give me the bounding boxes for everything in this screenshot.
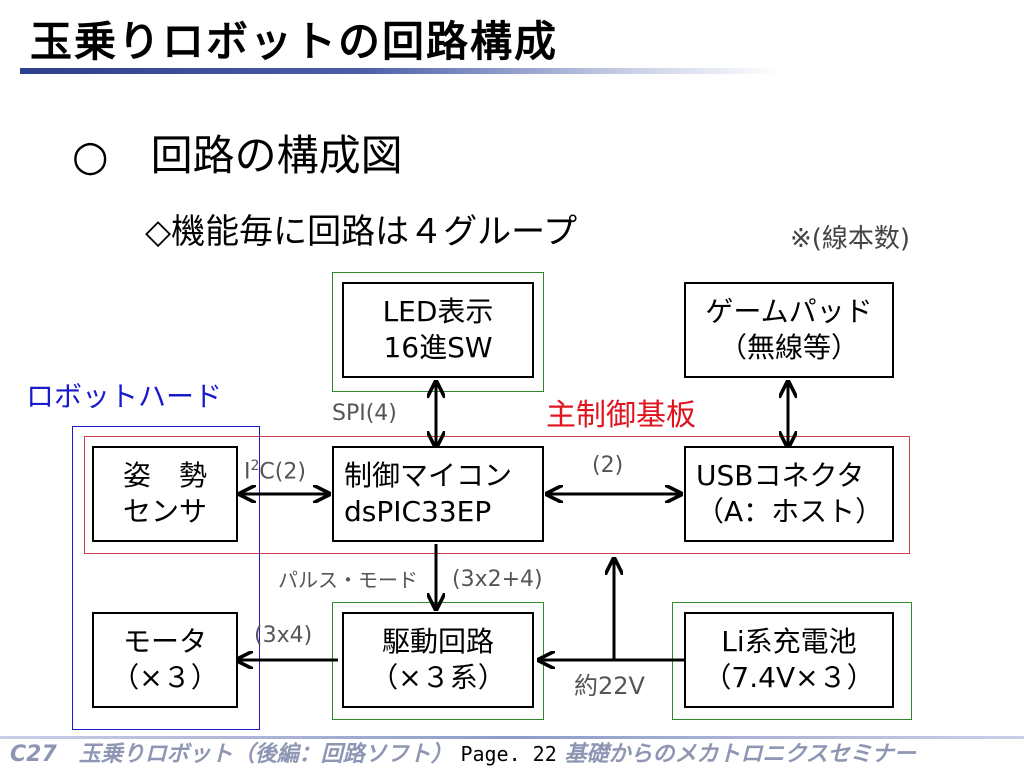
driver-block-line2: （×３系） bbox=[370, 661, 506, 694]
usb-block-line1: USBコネクタ bbox=[696, 459, 865, 492]
sensor-block-line1: 姿 勢 bbox=[122, 459, 207, 492]
page-title: 玉乗りロボットの回路構成 bbox=[30, 17, 559, 66]
gamepad-block-line1: ゲームパッド bbox=[705, 295, 873, 328]
sensor-block-line2: センサ bbox=[122, 495, 207, 528]
footer: C27 玉乗りロボット（後編：回路ソフト） Page. 22 基礎からのメカトロ… bbox=[10, 740, 916, 769]
battery-block-line1: Li系充電池 bbox=[721, 625, 857, 658]
usb-connector-block: USBコネクタ （A：ホスト） bbox=[684, 446, 894, 542]
mcu-block: 制御マイコン dsPIC33EP bbox=[332, 446, 544, 542]
gamepad-block: ゲームパッド （無線等） bbox=[684, 282, 894, 378]
driver-circuit-block: 駆動回路 （×３系） bbox=[342, 612, 534, 708]
attitude-sensor-block: 姿 勢 センサ bbox=[92, 446, 238, 542]
motor-block-line1: モータ bbox=[122, 625, 207, 658]
robot-hard-label: ロボットハード bbox=[26, 380, 223, 413]
mcu-block-line1: 制御マイコン bbox=[344, 459, 513, 492]
pulse-count-label: (3x2+4) bbox=[452, 567, 543, 592]
main-board-label: 主制御基板 bbox=[546, 398, 696, 433]
main-board-frame bbox=[84, 436, 910, 554]
usb-block-line2: （A：ホスト） bbox=[696, 495, 884, 528]
pulse-mode-label: パルス・モード bbox=[278, 568, 418, 592]
i2c-suffix: C(2) bbox=[259, 459, 306, 485]
footer-rule bbox=[0, 736, 1024, 739]
i2c-label: I2C(2) bbox=[244, 452, 306, 486]
motor-line-label: (3x4) bbox=[254, 623, 313, 648]
led-block-line2: 16進SW bbox=[383, 331, 493, 364]
section-heading: ○ 回路の構成図 bbox=[72, 131, 403, 180]
usb-line-label: (2) bbox=[592, 453, 624, 478]
battery-block: Li系充電池 （7.4V×３） bbox=[684, 612, 894, 708]
footer-course: C27 玉乗りロボット（後編：回路ソフト） bbox=[10, 742, 453, 767]
voltage-label: 約22V bbox=[574, 672, 645, 700]
battery-block-line2: （7.4V×３） bbox=[703, 661, 875, 694]
motor-block-line2: （×３） bbox=[111, 661, 219, 694]
mcu-block-line2: dsPIC33EP bbox=[344, 495, 492, 528]
led-block-line1: LED表示 bbox=[382, 295, 494, 328]
led-display-block: LED表示 16進SW bbox=[342, 282, 534, 378]
i2c-superscript: 2 bbox=[250, 458, 260, 474]
footer-seminar: 基礎からのメカトロニクスセミナー bbox=[564, 742, 916, 767]
gamepad-block-line2: （無線等） bbox=[718, 331, 859, 364]
i2c-prefix: I bbox=[244, 459, 251, 485]
motor-block: モータ （×３） bbox=[92, 612, 238, 708]
robot-hard-frame bbox=[72, 426, 260, 730]
driver-block-line1: 駆動回路 bbox=[381, 625, 494, 658]
line-count-note: ※(線本数) bbox=[790, 224, 911, 254]
title-underline bbox=[20, 68, 780, 74]
spi-label: SPI(4) bbox=[332, 401, 397, 426]
footer-page-number: Page. 22 bbox=[460, 742, 557, 766]
sub-heading: ◇機能毎に回路は４グループ bbox=[145, 212, 578, 252]
